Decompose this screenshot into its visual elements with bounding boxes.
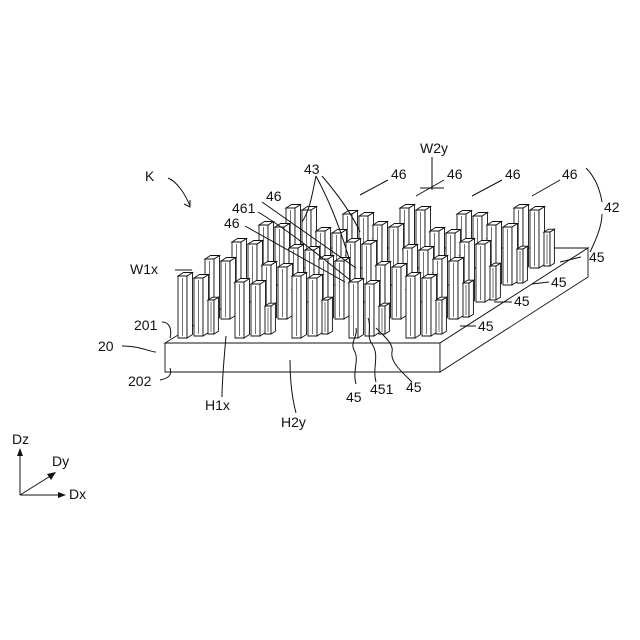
label-46-3: 46 xyxy=(391,166,407,182)
fin-tall xyxy=(335,258,350,320)
fin-tall xyxy=(406,273,421,339)
label-45-6: 45 xyxy=(406,379,422,395)
label-K: K xyxy=(145,168,155,184)
label-46-6: 46 xyxy=(562,166,578,182)
label-201: 201 xyxy=(134,317,158,333)
fin-tall xyxy=(292,273,307,339)
label-42: 42 xyxy=(604,199,620,215)
label-46-2: 46 xyxy=(224,215,240,231)
label-Dx: Dx xyxy=(69,486,86,502)
label-20: 20 xyxy=(98,338,114,354)
fin-tall xyxy=(422,275,437,337)
fin-short xyxy=(265,303,275,334)
label-202: 202 xyxy=(128,373,152,389)
label-45-5: 45 xyxy=(346,389,362,405)
label-45-1: 45 xyxy=(589,249,605,265)
label-W2y: W2y xyxy=(420,140,448,156)
label-45-2: 45 xyxy=(551,274,567,290)
label-43: 43 xyxy=(304,161,320,177)
label-Dy: Dy xyxy=(52,453,69,469)
fin-tall xyxy=(503,224,518,286)
fin-tall xyxy=(235,279,250,339)
fin-tall xyxy=(178,273,193,339)
label-45-3: 45 xyxy=(514,293,530,309)
fin-tall xyxy=(194,275,209,337)
fin-tall xyxy=(308,275,323,337)
label-46-1: 46 xyxy=(266,188,282,204)
label-461: 461 xyxy=(232,200,256,216)
fin-short xyxy=(436,297,446,334)
fin-tall xyxy=(251,281,266,337)
label-H1x: H1x xyxy=(205,397,230,413)
label-451: 451 xyxy=(370,381,394,397)
fin-short xyxy=(544,229,554,266)
label-45-4: 45 xyxy=(478,318,494,334)
fin-tall xyxy=(221,258,236,320)
label-H2y: H2y xyxy=(281,414,306,430)
fin-short xyxy=(208,297,218,334)
label-46-4: 46 xyxy=(447,166,463,182)
fin-tall xyxy=(365,281,380,337)
fin-tall xyxy=(476,241,491,303)
fin-short xyxy=(490,263,500,300)
label-W1x: W1x xyxy=(130,261,158,277)
label-Dz: Dz xyxy=(12,431,29,447)
fin-short xyxy=(463,280,473,317)
fin-short xyxy=(379,303,389,334)
label-46-5: 46 xyxy=(505,166,521,182)
fin-short xyxy=(517,246,527,283)
fin-tall xyxy=(530,207,545,269)
fin-tall xyxy=(278,264,293,320)
fin-tall xyxy=(449,258,464,320)
fin-short xyxy=(322,297,332,334)
fin-tall xyxy=(392,264,407,320)
